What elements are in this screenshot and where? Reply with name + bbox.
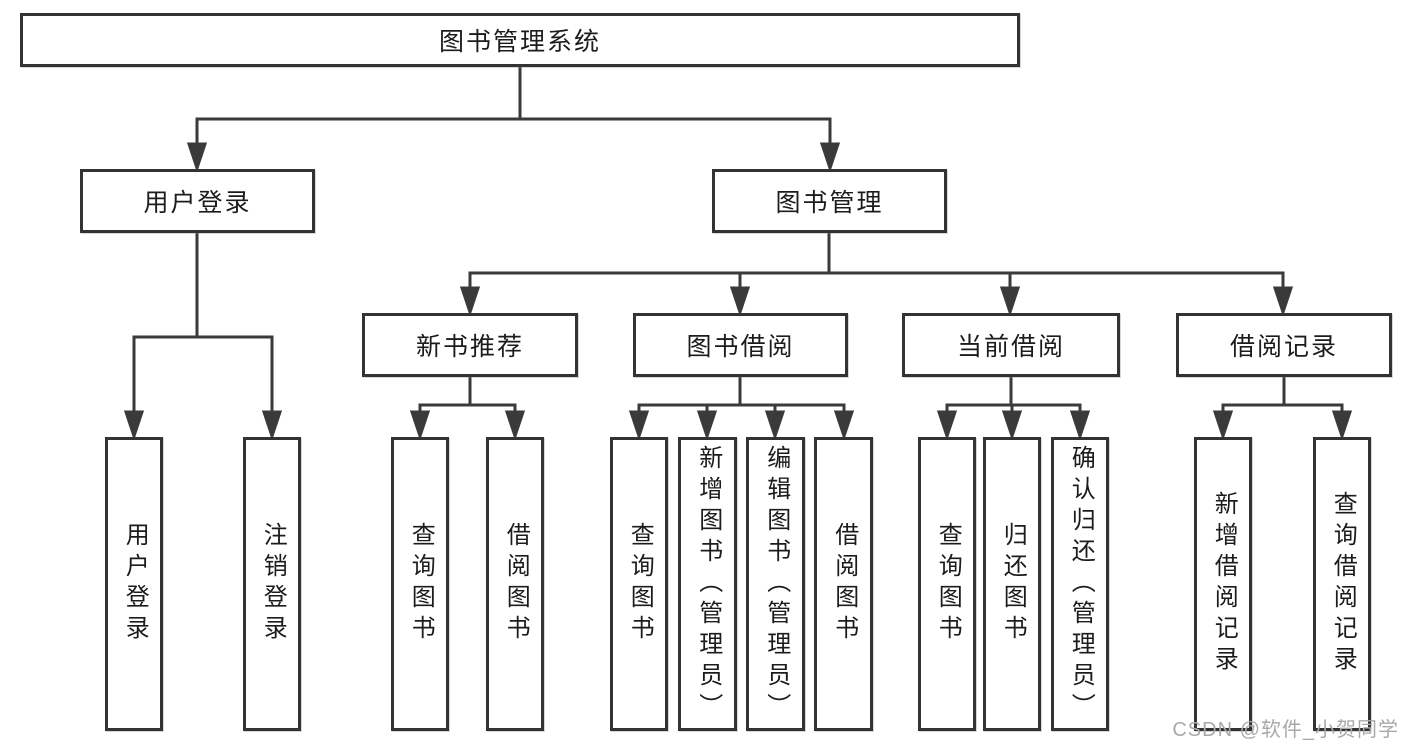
node-book-borrowing: 图书借阅 [633,313,848,377]
node-label: 用户登录 [143,189,252,217]
node-label: 查询图书 [934,522,962,646]
node-borrowing-records: 借阅记录 [1176,313,1392,377]
connector-book-borrowing-children [628,375,855,441]
connector-root-to-level2 [186,65,841,173]
node-leaf-confirm-return-admin: 确认归还（管理员） [1051,437,1109,731]
node-book-management: 图书管理 [712,169,947,233]
node-label: 编辑图书（管理员） [762,444,790,724]
node-label: 借阅记录 [1229,333,1338,361]
node-leaf-logout: 注销登录 [243,437,301,731]
node-label: 图书借阅 [686,333,795,361]
node-label: 查询图书 [407,522,435,646]
node-label: 新书推荐 [415,333,524,361]
node-label: 查询图书 [626,522,654,646]
node-label: 确认归还（管理员） [1067,444,1095,724]
node-leaf-return-book: 归还图书 [983,437,1041,731]
node-label: 归还图书 [999,522,1027,646]
csdn-watermark: CSDN @软件_小贺同学 [1172,719,1399,741]
node-new-book-recommend: 新书推荐 [362,313,578,377]
node-leaf-edit-book-admin: 编辑图书（管理员） [746,437,805,731]
node-current-borrowing: 当前借阅 [902,313,1120,377]
node-leaf-user-login: 用户登录 [105,437,163,731]
node-label: 借阅图书 [502,522,530,646]
node-label: 查询借阅记录 [1329,491,1357,677]
node-leaf-query-books-current: 查询图书 [918,437,976,731]
connector-new-book-recommend-children [409,375,526,441]
node-leaf-add-borrow-record: 新增借阅记录 [1194,437,1252,731]
node-label: 注销登录 [259,522,287,646]
node-leaf-borrow-books-recommend: 借阅图书 [486,437,544,731]
node-leaf-query-books-borrowing: 查询图书 [610,437,668,731]
node-label: 借阅图书 [830,522,858,646]
node-user-login: 用户登录 [80,169,315,233]
connector-user-login-children [123,231,283,441]
node-label: 用户登录 [121,522,149,646]
node-label: 图书管理系统 [438,28,601,56]
node-label: 图书管理 [775,189,884,217]
node-label: 新增借阅记录 [1210,491,1238,677]
node-leaf-query-books-recommend: 查询图书 [391,437,449,731]
connector-current-borrowing-children [936,375,1091,441]
node-root-library-system: 图书管理系统 [20,13,1020,67]
node-leaf-borrow-books: 借阅图书 [814,437,873,731]
node-label: 新增图书（管理员） [694,444,722,724]
node-leaf-add-book-admin: 新增图书（管理员） [678,437,737,731]
connector-borrowing-records-children [1212,375,1353,441]
connector-book-mgmt-to-level3 [459,231,1294,317]
node-leaf-query-borrow-record: 查询借阅记录 [1313,437,1371,731]
node-label: 当前借阅 [956,333,1065,361]
